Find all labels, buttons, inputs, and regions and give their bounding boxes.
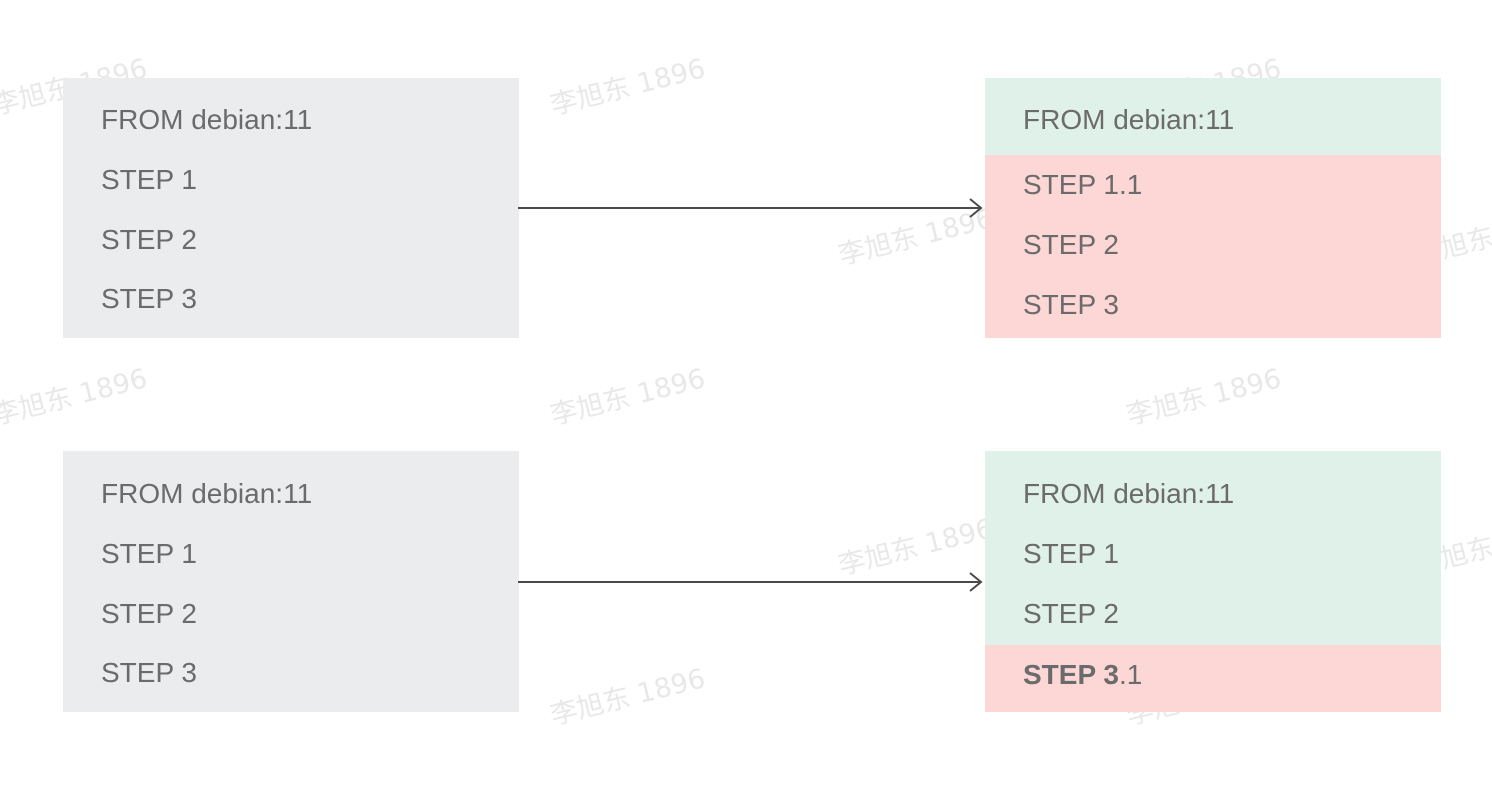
watermark: 李旭东 1896 (547, 663, 709, 732)
layer-label: STEP 3.1 (1023, 661, 1142, 689)
layer-label: STEP 2 (101, 224, 197, 255)
layer-label: STEP 2 (101, 598, 197, 629)
watermark: 李旭东 1896 (547, 53, 709, 122)
layer-label: STEP 2 (1023, 229, 1119, 260)
layer-label: STEP 2 (1023, 598, 1119, 629)
diagram2-left-dockerfile: FROM debian:11 STEP 1 STEP 2 STEP 3 (63, 451, 519, 712)
cached-layer-band: FROM debian:11 (985, 78, 1441, 155)
watermark: 李旭东 1896 (547, 363, 709, 432)
layer-label-bold: STEP 3 (1023, 659, 1119, 690)
rebuilt-layer-band: STEP 3.1 (985, 645, 1441, 712)
watermark: 李旭东 1896 (0, 363, 151, 432)
layer-label: STEP 1 (1023, 538, 1119, 569)
layer-label: FROM debian:11 (1023, 104, 1235, 135)
layer-label: STEP 3 (101, 657, 197, 688)
layer-label: FROM debian:11 (1023, 478, 1235, 509)
layer-label: STEP 3 (1023, 289, 1119, 320)
diagram2-right-dockerfile: FROM debian:11 STEP 1 STEP 2 STEP 3.1 (985, 451, 1441, 712)
diagram1-left-dockerfile: FROM debian:11 STEP 1 STEP 2 STEP 3 (63, 78, 519, 338)
arrow-icon (518, 572, 983, 592)
diagram1-right-dockerfile: FROM debian:11 STEP 1.1 STEP 2 STEP 3 (985, 78, 1441, 338)
layer-label: STEP 1 (101, 538, 197, 569)
watermark: 李旭东 1896 (1123, 363, 1285, 432)
layer-label: STEP 1.1 (1023, 169, 1143, 200)
layer-label: STEP 1 (101, 164, 197, 195)
layer-label-suffix: .1 (1118, 659, 1143, 690)
rebuilt-layer-band: STEP 1.1 STEP 2 STEP 3 (985, 155, 1441, 338)
layer-label: FROM debian:11 (101, 478, 313, 509)
arrow-icon (518, 198, 983, 218)
cached-layer-band: FROM debian:11 STEP 1 STEP 2 (985, 451, 1441, 645)
layer-label: FROM debian:11 (101, 104, 313, 135)
layer-label: STEP 3 (101, 283, 197, 314)
